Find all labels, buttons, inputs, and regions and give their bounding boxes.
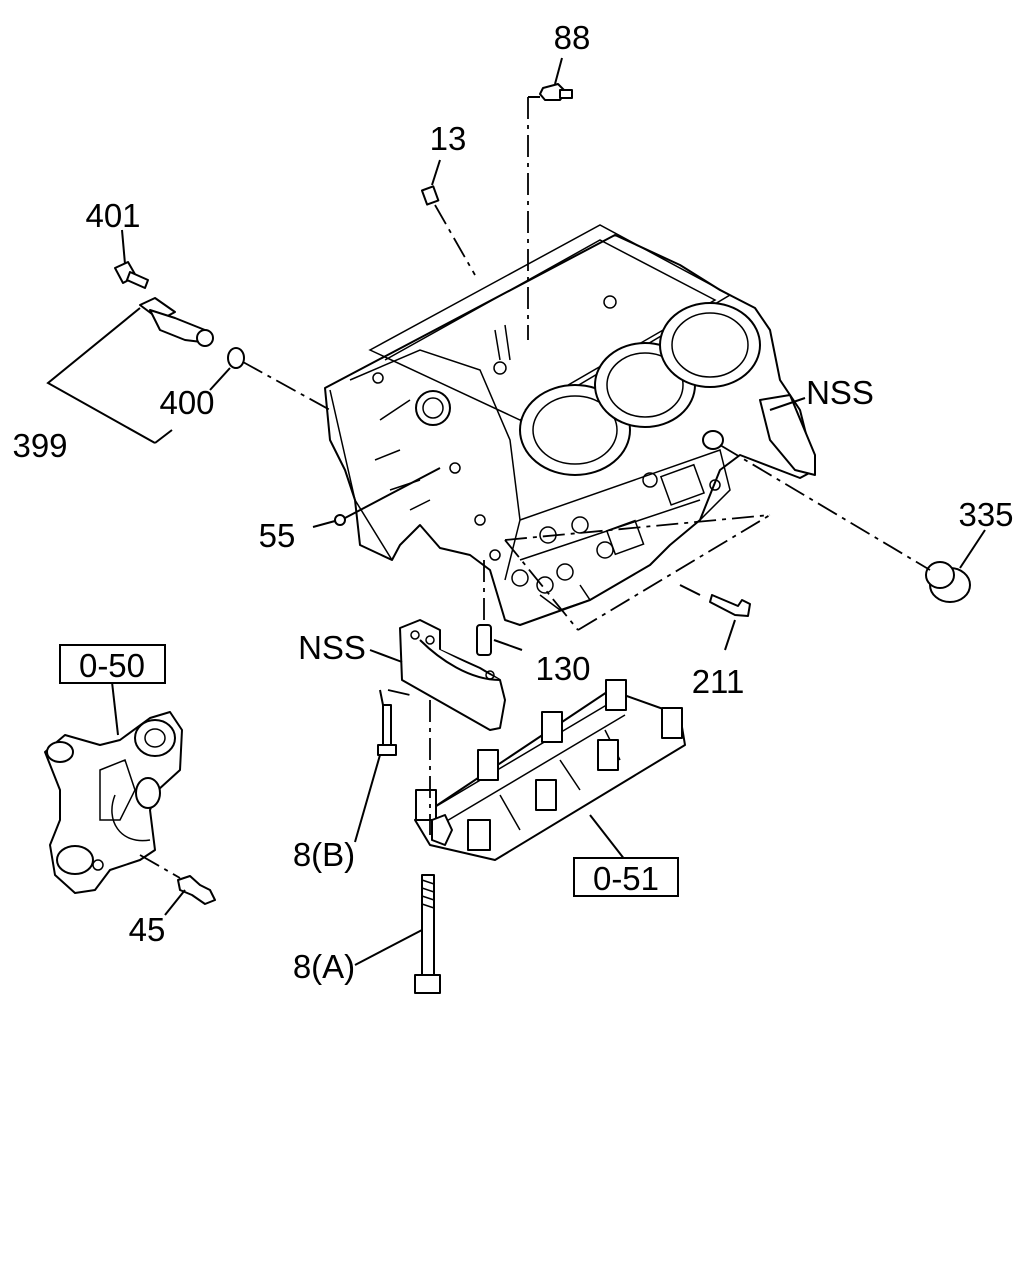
part-55-ball: [312, 467, 441, 528]
label-8a: 8(A): [293, 948, 355, 985]
part-8b-bolt: [354, 689, 411, 843]
part-88-plug: [527, 57, 573, 340]
part-45-sensor: [164, 875, 216, 916]
label-401: 401: [85, 197, 140, 234]
label-nss-right: NSS: [806, 374, 874, 411]
label-8b: 8(B): [293, 836, 355, 873]
bearing-ladder-0-51: [414, 679, 686, 861]
label-0-51: 0-51: [593, 860, 659, 897]
part-399-sensor: [46, 297, 214, 444]
label-13: 13: [430, 120, 467, 157]
part-401-bolt: [114, 229, 149, 289]
part-130-dowel: [476, 560, 523, 656]
part-335-plug: [719, 444, 986, 603]
label-88: 88: [554, 19, 591, 56]
part-400-oring: [209, 347, 331, 411]
part-13-dowel: [420, 159, 476, 276]
label-399: 399: [12, 427, 67, 464]
label-400: 400: [159, 384, 214, 421]
label-45: 45: [129, 911, 166, 948]
label-0-50: 0-50: [79, 647, 145, 684]
bearing-cap-nss: [369, 619, 506, 731]
label-55: 55: [259, 517, 296, 554]
part-8a-bolt: [354, 874, 441, 994]
label-130: 130: [535, 650, 590, 687]
ref-box-0-50: [59, 644, 166, 684]
nss-right-leader: [769, 397, 806, 411]
part-211-bolt: [504, 514, 771, 651]
housing-0-50: [44, 681, 183, 894]
label-211: 211: [692, 663, 745, 700]
cylinder-block: [324, 224, 816, 626]
label-335: 335: [958, 496, 1013, 533]
label-nss-left: NSS: [298, 629, 366, 666]
ref-box-0-51: [573, 857, 679, 897]
